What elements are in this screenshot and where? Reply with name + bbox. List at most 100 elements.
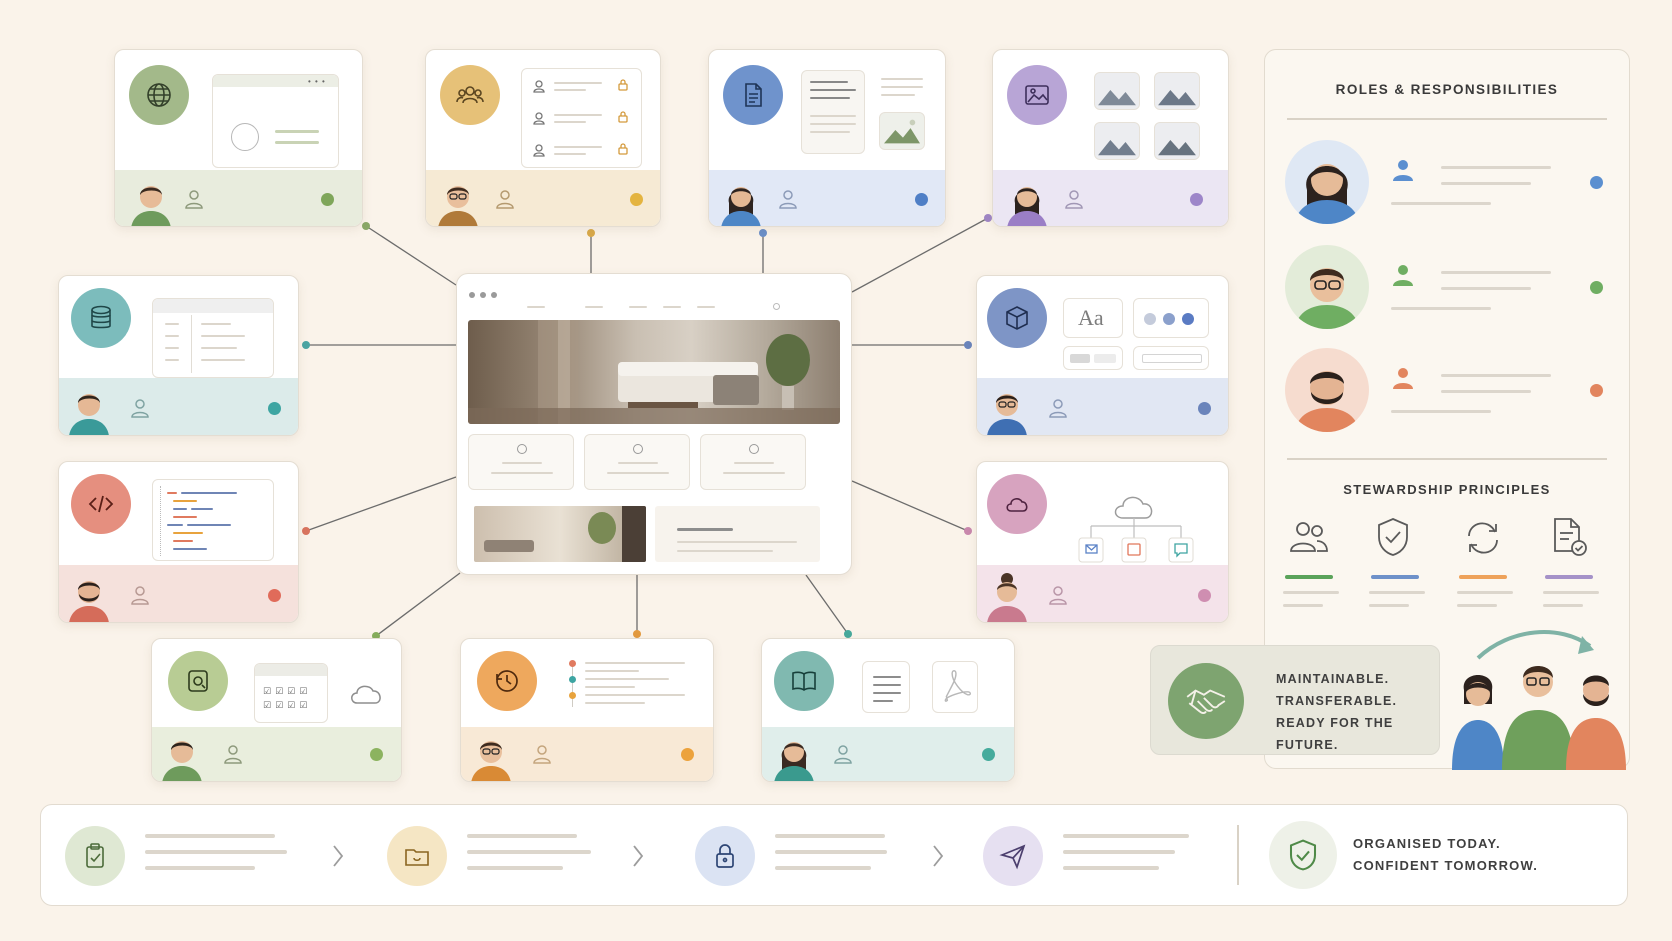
avatar	[127, 175, 175, 226]
role-avatar	[1285, 245, 1369, 329]
role-avatar	[1285, 140, 1369, 224]
handover-line-3: READY FOR THE FUTURE.	[1276, 716, 1394, 752]
avatar	[467, 730, 515, 781]
people-icon	[1287, 517, 1331, 559]
status-dot	[321, 193, 334, 206]
hero-image	[468, 320, 840, 424]
status-dot	[915, 193, 928, 206]
avatar	[434, 175, 482, 226]
user-icon	[183, 188, 205, 210]
backup-icon	[168, 651, 228, 711]
principles-title: STEWARDSHIP PRINCIPLES	[1343, 482, 1551, 497]
status-dot	[1198, 402, 1211, 415]
thumb-1	[1094, 72, 1140, 110]
users-icon	[440, 65, 500, 125]
user-icon	[129, 584, 151, 606]
code-icon	[71, 474, 131, 534]
user-icon	[222, 743, 244, 765]
chevron-right-icon	[631, 843, 645, 869]
module-card-access[interactable]	[425, 49, 661, 227]
user-icon	[777, 188, 799, 210]
user-icon	[1391, 366, 1415, 390]
handshake-icon	[1168, 663, 1244, 739]
status-dot	[630, 193, 643, 206]
module-card-docs[interactable]	[761, 638, 1015, 782]
role-avatar	[1285, 348, 1369, 432]
website-preview-card[interactable]	[456, 273, 852, 575]
room-thumbnail	[474, 506, 646, 562]
thumb-3	[1094, 122, 1140, 160]
avatar	[65, 570, 113, 622]
cloud-small-icon	[348, 681, 384, 707]
book-icon	[774, 651, 834, 711]
folder-icon	[387, 826, 447, 886]
handover-line-1: MAINTAINABLE.	[1276, 672, 1390, 686]
chevron-right-icon	[931, 843, 945, 869]
user-icon	[129, 397, 151, 419]
chevron-right-icon	[331, 843, 345, 869]
cube-icon	[987, 288, 1047, 348]
text-doc-icon	[862, 661, 910, 713]
handover-line-2: TRANSFERABLE.	[1276, 694, 1398, 708]
user-icon	[494, 188, 516, 210]
avatar	[1003, 175, 1051, 226]
status-dot	[370, 748, 383, 761]
module-card-database[interactable]	[58, 275, 299, 436]
send-icon	[983, 826, 1043, 886]
window-dots	[469, 285, 497, 303]
user-icon	[1047, 584, 1069, 606]
lock-icon	[695, 826, 755, 886]
module-card-content[interactable]	[708, 49, 946, 227]
clock-icon	[477, 651, 537, 711]
role-dot	[1590, 176, 1603, 189]
module-card-web[interactable]: • • •	[114, 49, 363, 227]
status-dot	[681, 748, 694, 761]
user-icon	[832, 743, 854, 765]
user-icon	[1391, 263, 1415, 287]
role-dot	[1590, 384, 1603, 397]
document-check-icon	[1547, 515, 1591, 559]
team-illustration	[1452, 630, 1626, 770]
process-bar: ORGANISED TODAY. CONFIDENT TOMORROW.	[40, 804, 1628, 906]
avatar	[770, 730, 818, 781]
status-dot	[982, 748, 995, 761]
handover-box: MAINTAINABLE. TRANSFERABLE. READY FOR TH…	[1150, 645, 1440, 755]
tagline-line-1: ORGANISED TODAY.	[1353, 836, 1501, 851]
pdf-icon	[932, 661, 978, 713]
module-card-history[interactable]	[460, 638, 714, 782]
image-icon	[1007, 65, 1067, 125]
font-sample: Aa	[1078, 305, 1104, 330]
globe-icon	[129, 65, 189, 125]
status-dot	[268, 589, 281, 602]
avatar	[983, 383, 1031, 435]
tagline-line-2: CONFIDENT TOMORROW.	[1353, 858, 1539, 873]
clipboard-check-icon	[65, 826, 125, 886]
module-card-cloud[interactable]	[976, 461, 1229, 623]
roles-title: ROLES & RESPONSIBILITIES	[1335, 82, 1559, 97]
status-dot	[268, 402, 281, 415]
module-card-code[interactable]	[58, 461, 299, 623]
role-dot	[1590, 281, 1603, 294]
avatar	[65, 383, 113, 435]
refresh-icon	[1461, 516, 1505, 560]
document-icon	[723, 65, 783, 125]
module-card-backup[interactable]: ☑☑☑☑☑☑☑☑	[151, 638, 402, 782]
module-card-design[interactable]: Aa	[976, 275, 1229, 436]
avatar	[983, 570, 1031, 622]
user-icon	[1391, 158, 1415, 182]
cloud-diagram	[1078, 496, 1194, 563]
cloud-icon	[987, 474, 1047, 534]
status-dot	[1198, 589, 1211, 602]
avatar	[158, 730, 206, 781]
shield-check-icon	[1269, 821, 1337, 889]
user-icon	[1047, 397, 1069, 419]
avatar	[717, 175, 765, 226]
thumb-2	[1154, 72, 1200, 110]
user-icon	[531, 743, 553, 765]
database-icon	[71, 288, 131, 348]
status-dot	[1190, 193, 1203, 206]
user-icon	[1063, 188, 1085, 210]
module-card-media[interactable]	[992, 49, 1229, 227]
thumb-4	[1154, 122, 1200, 160]
